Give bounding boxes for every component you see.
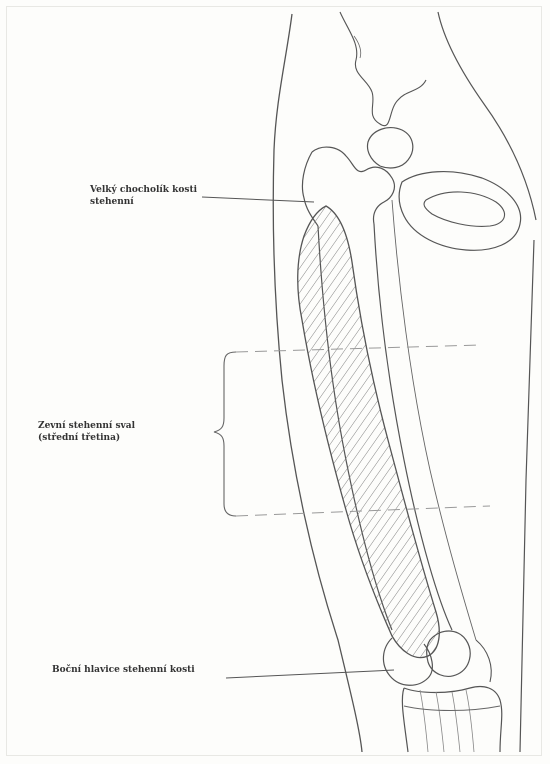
pointer-line-trochanter xyxy=(202,197,314,202)
label-greater-trochanter: Velký chocholík kosti stehenní xyxy=(90,184,197,208)
femoral-head xyxy=(368,128,413,168)
label-vastus-lateralis: Zevní stehenní sval (střední třetina) xyxy=(38,420,135,444)
thigh-outline-right-lower xyxy=(520,240,534,752)
pelvis-bone xyxy=(340,12,426,126)
vastus-lateralis-muscle xyxy=(298,206,440,658)
tibia-plateau xyxy=(402,687,501,753)
label-vastus-lateralis-line2: (střední třetina) xyxy=(38,432,135,444)
thigh-outline-right xyxy=(438,12,536,220)
middle-third-bracket xyxy=(214,352,236,516)
label-lateral-condyle: Boční hlavice stehenní kosti xyxy=(52,664,195,676)
acetabulum xyxy=(399,172,520,251)
label-greater-trochanter-line1: Velký chocholík kosti xyxy=(90,184,197,196)
label-greater-trochanter-line2: stehenní xyxy=(90,196,197,208)
label-lateral-condyle-line1: Boční hlavice stehenní kosti xyxy=(52,664,195,676)
pointer-line-condyle xyxy=(226,670,394,678)
label-vastus-lateralis-line1: Zevní stehenní sval xyxy=(38,420,135,432)
